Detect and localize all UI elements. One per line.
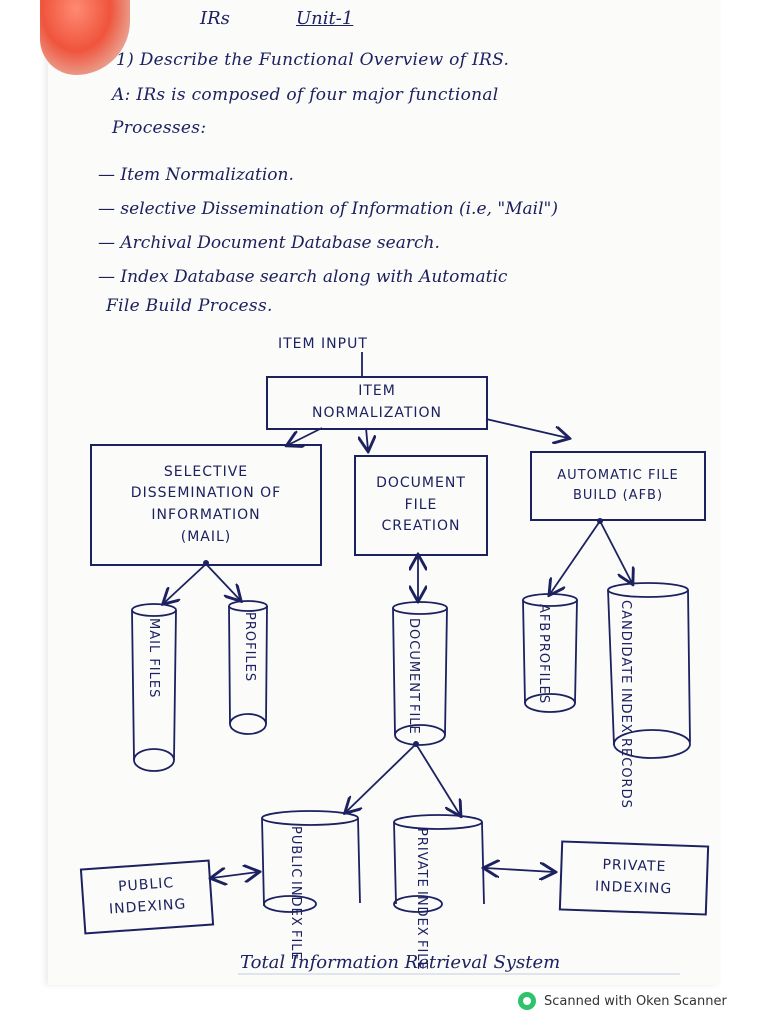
box-text: (MAIL): [92, 527, 320, 549]
label-line: RECORDS: [616, 738, 633, 809]
box-text: INFORMATION: [92, 505, 320, 527]
label-line: CANDIDATE: [616, 600, 633, 684]
label-line: FILE: [404, 704, 421, 735]
label-line: AFB: [534, 604, 551, 632]
candidate-index-records-label: CANDIDATE INDEX RECORDS: [616, 600, 633, 809]
item-input-label: ITEM INPUT: [278, 336, 368, 352]
connector-line: [212, 872, 258, 878]
box-item-normalization: ITEM NORMALIZATION: [266, 376, 488, 430]
scanner-logo-icon: [518, 992, 536, 1010]
connector-line: [485, 868, 554, 872]
private-index-file-label: PRIVATE INDEX FILE: [412, 828, 429, 970]
box-automatic-file-build: AUTOMATIC FILE BUILD (AFB): [530, 451, 706, 521]
connector-line: [600, 521, 632, 583]
box-text: CREATION: [356, 516, 486, 538]
box-text: SELECTIVE: [92, 462, 320, 484]
label-line: INDEX: [286, 881, 303, 927]
box-document-file-creation: DOCUMENT FILE CREATION: [354, 455, 488, 556]
connector-line: [346, 744, 416, 812]
label-line: PUBLIC: [286, 826, 303, 878]
connector-line: [550, 521, 600, 594]
box-text: BUILD (AFB): [532, 486, 704, 506]
diagram-caption: Total Information Retrieval System: [240, 952, 560, 973]
connector-line: [486, 419, 568, 438]
cylinder-private-index-file: [394, 815, 484, 912]
cylinder-public-index-file: [262, 811, 360, 912]
box-text: AUTOMATIC FILE: [532, 466, 704, 486]
label-line: PRIVATE: [412, 828, 429, 888]
scanner-watermark: Scanned with Oken Scanner: [518, 990, 727, 1012]
document-file-label: DOCUMENT FILE: [404, 618, 421, 735]
box-public-indexing: PUBLIC INDEXING: [80, 860, 214, 935]
box-text: ITEM: [268, 381, 486, 403]
label-line: DOCUMENT: [404, 618, 421, 702]
mail-files-label: MAIL FILES: [144, 618, 161, 698]
label-line: PROFILES: [534, 634, 551, 704]
box-text: FILE: [356, 495, 486, 517]
profiles-label: PROFILES: [240, 612, 257, 682]
box-text: DOCUMENT: [356, 473, 486, 495]
box-private-indexing: PRIVATE INDEXING: [559, 840, 709, 915]
scanner-text: Scanned with Oken Scanner: [544, 994, 727, 1009]
label-line: INDEX: [616, 688, 633, 734]
afb-profiles-label: AFB PROFILES: [534, 604, 551, 704]
connector-line: [206, 564, 240, 600]
label-line: INDEX: [412, 891, 429, 937]
connector-line: [288, 428, 322, 445]
connector-line: [416, 744, 460, 815]
box-text: DISSEMINATION OF: [92, 483, 320, 505]
connector-line: [366, 428, 368, 450]
box-selective-dissemination: SELECTIVE DISSEMINATION OF INFORMATION (…: [90, 444, 322, 566]
connector-line: [164, 564, 206, 603]
public-index-file-label: PUBLIC INDEX FILE: [286, 826, 303, 961]
box-text: INDEXING: [561, 875, 706, 902]
box-text: NORMALIZATION: [268, 403, 486, 425]
